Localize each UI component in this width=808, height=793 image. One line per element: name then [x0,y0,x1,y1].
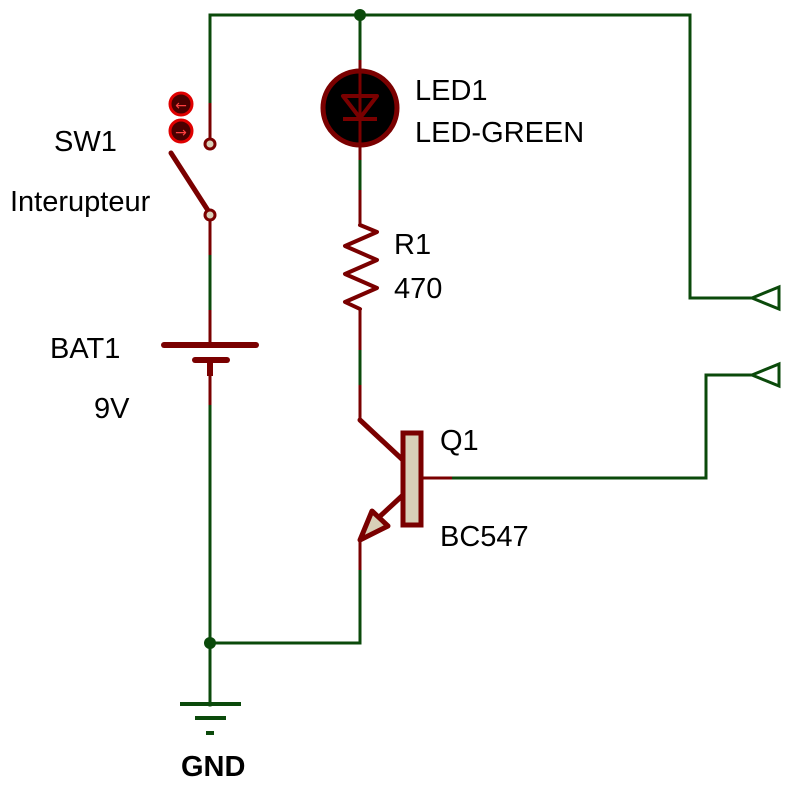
input-terminal-2[interactable] [748,361,781,389]
switch-sw1[interactable]: ← → [168,91,217,255]
transistor-base-bar [400,430,424,528]
sw1-ref-label: SW1 [54,126,117,158]
wires [208,13,754,707]
switch-button-open-circle[interactable] [168,91,194,117]
wire-base-to-input[interactable] [448,373,754,480]
wire-top-rail[interactable] [208,13,754,300]
led-led1[interactable] [320,60,400,160]
battery-bat1[interactable] [161,310,259,405]
switch-button-open[interactable]: ← [168,91,194,117]
switch-button-close[interactable]: → [168,118,194,144]
q1-ref-label: Q1 [440,425,479,457]
led1-value-label: LED-GREEN [415,117,584,149]
wire-emitter-to-gnd[interactable] [208,568,362,645]
switch-lever [168,150,212,215]
switch-contact-bottom [203,208,217,222]
switch-button-close-circle[interactable] [168,118,194,144]
transistor-q1[interactable] [357,385,452,570]
collector-lead [357,417,408,465]
output-terminal-1[interactable] [748,284,781,312]
gnd-label: GND [181,751,245,783]
resistor-zigzag [343,223,379,311]
switch-contact-top [203,137,217,151]
bat1-value-label: 9V [94,393,130,425]
emitter-arrow-icon [357,508,391,543]
ground-symbol[interactable] [180,702,241,735]
diode-triangle-icon [341,94,379,120]
r1-ref-label: R1 [394,229,431,261]
r1-value-label: 470 [394,273,442,305]
arrow-right-icon: → [175,125,187,141]
bat1-ref-label: BAT1 [50,333,120,365]
led1-ref-label: LED1 [415,75,488,107]
q1-value-label: BC547 [440,521,529,553]
junction-dot-gnd [204,637,216,649]
sw1-value-label: Interupteur [10,186,151,218]
arrow-left-icon: ← [175,98,187,114]
resistor-r1[interactable] [343,190,379,350]
junction-dot-top [354,9,366,21]
